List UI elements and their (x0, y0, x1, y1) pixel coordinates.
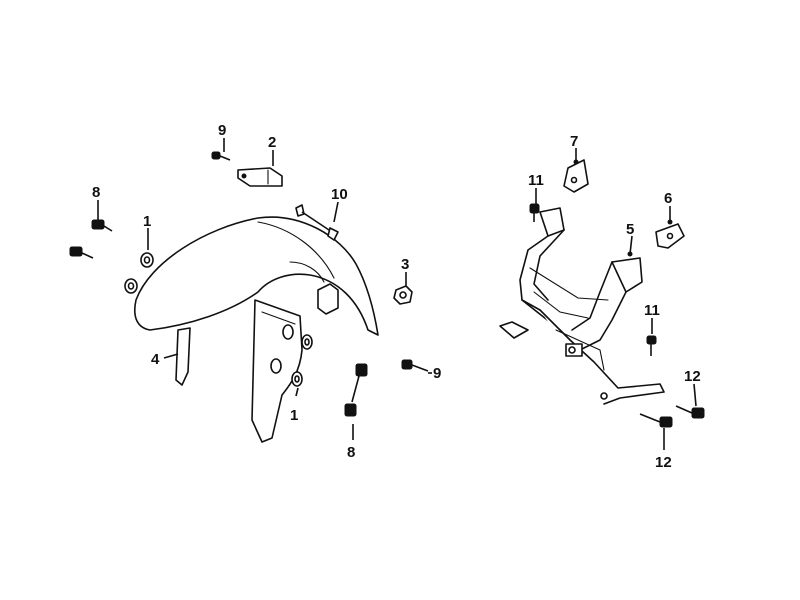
callout-11-top: 11 (528, 172, 544, 189)
front-fender (134, 216, 379, 443)
callout-8-bottom: 8 (347, 444, 355, 461)
callout-12-lower: 12 (655, 454, 672, 471)
bolt-11-bottom (646, 335, 657, 356)
plate-6 (655, 223, 685, 249)
callout-7: 7 (570, 133, 578, 150)
washer-1-bottom (291, 334, 313, 387)
washer-1-top (124, 252, 154, 294)
callout-10: 10 (331, 186, 348, 203)
bolt-11-top (529, 203, 540, 222)
clip-2 (237, 167, 283, 187)
bolt-8-bottom (344, 363, 368, 417)
callout-12-upper: 12 (684, 368, 701, 385)
callout-1-upper: 1 (143, 213, 151, 230)
callout-5: 5 (626, 221, 634, 238)
callout-8-left: 8 (92, 184, 100, 201)
callout-6: 6 (664, 190, 672, 207)
pin-10 (295, 204, 339, 241)
headlight-bracket-frame (499, 207, 665, 405)
callout-9-top: 9 (218, 122, 226, 139)
plate-7 (563, 159, 589, 193)
bolt-8-left (69, 219, 113, 259)
nut-3 (393, 285, 413, 305)
bolt-9-bottom (401, 359, 429, 372)
callout-4: 4 (151, 351, 160, 368)
bolt-12-upper (675, 405, 705, 419)
bolt-12-lower (639, 413, 673, 428)
callout-leaders (97, 138, 697, 450)
callout-2: 2 (268, 134, 276, 151)
callout-9-bottom: 9 (433, 365, 441, 382)
callout-1-lower: 1 (290, 407, 298, 424)
callout-11-bottom: 11 (644, 302, 660, 319)
screw-9-top (211, 151, 231, 161)
callout-3: 3 (401, 256, 409, 273)
